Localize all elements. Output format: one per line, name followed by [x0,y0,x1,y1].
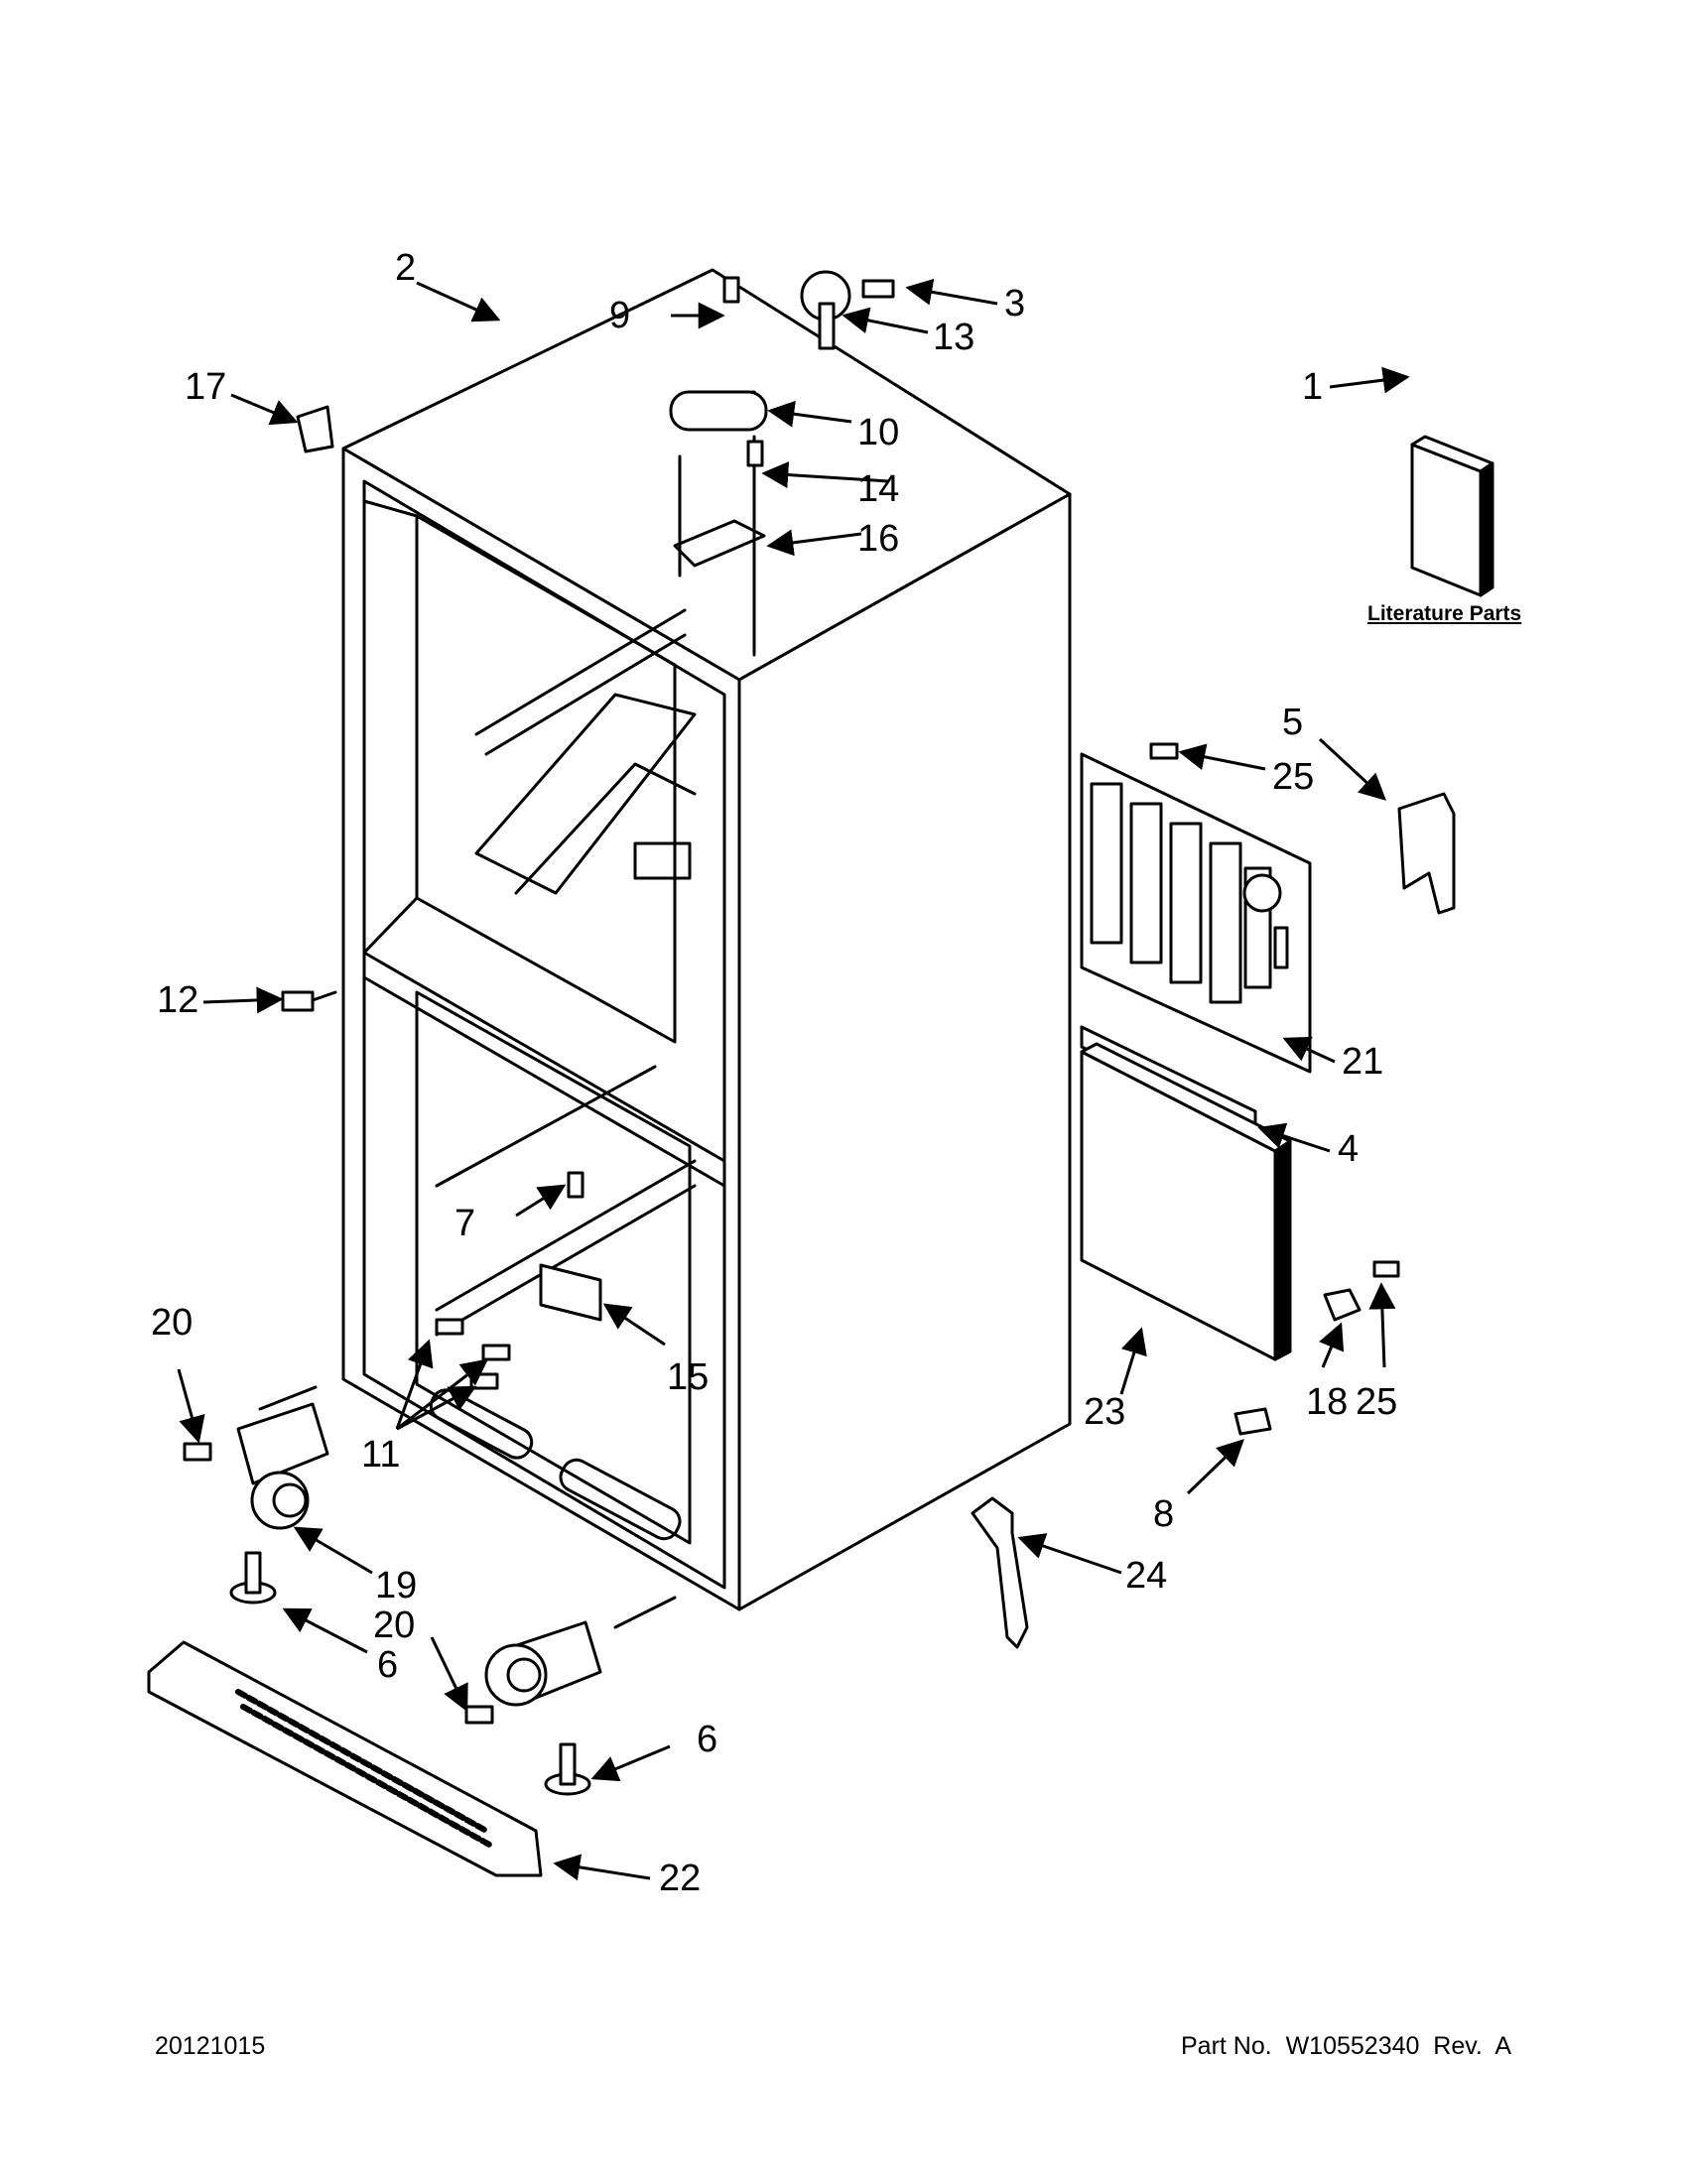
callout-25-lower: 25 [1356,1381,1397,1423]
callout-22: 22 [659,1858,701,1899]
callout-24: 24 [1125,1555,1167,1597]
callout-25-upper: 25 [1272,756,1314,798]
screw-12 [281,990,337,1012]
callout-15: 15 [667,1356,709,1398]
callout-11: 11 [361,1434,400,1476]
roller-assembly-right [484,1596,677,1707]
literature-book-1 [1410,435,1494,597]
callout-13: 13 [933,317,974,358]
callout-numbers: 1 2 3 4 5 6 6 7 8 9 10 11 12 13 14 15 16… [151,247,1397,1899]
wrench-24 [971,1496,1029,1649]
screw-25-upper [1149,742,1179,760]
callout-4: 4 [1338,1128,1359,1170]
callout-21: 21 [1342,1041,1383,1083]
callout-17: 17 [185,366,226,408]
bracket-15 [539,1263,602,1322]
base-grille-22 [147,1640,543,1877]
callout-10: 10 [857,412,899,453]
leveling-leg-left [229,1551,277,1605]
leveling-leg-right [544,1742,591,1796]
callout-12: 12 [157,979,198,1021]
callout-5: 5 [1282,702,1303,743]
callout-18: 18 [1306,1381,1348,1423]
callout-7: 7 [454,1203,475,1244]
screw-11a [435,1318,464,1336]
roller-assembly-left [236,1385,329,1530]
clip-18 [1323,1288,1362,1322]
callout-1: 1 [1302,366,1323,408]
callout-6-right: 6 [697,1719,717,1760]
callout-20-right: 20 [373,1605,415,1646]
screw-7 [567,1171,584,1199]
callout-16: 16 [857,518,899,560]
toe-panel-23 [1080,1042,1292,1361]
screw-11c [469,1372,499,1390]
leader-lines [177,278,1410,1881]
cabinet-shell [341,268,1072,1611]
callout-19: 19 [375,1565,417,1606]
callout-2: 2 [395,247,416,289]
callout-6-left: 6 [377,1644,398,1686]
bracket-5 [1397,792,1456,915]
clip-8 [1233,1407,1272,1436]
top-hinge-assembly [669,270,895,657]
rear-grille-panel-21 [1080,752,1312,1074]
callout-8: 8 [1153,1493,1174,1535]
callout-3: 3 [1004,283,1025,324]
part-number: Part No. W10552340 Rev. A [1181,2032,1512,2060]
callout-23: 23 [1084,1391,1125,1433]
screw-20-left [183,1442,212,1462]
callout-20-left: 20 [151,1302,193,1344]
screw-11b [481,1344,511,1361]
literature-parts-caption: Literature Parts [1367,602,1522,625]
clip-17 [296,405,334,453]
date-code: 20121015 [155,2032,266,2060]
callout-14: 14 [857,468,899,510]
screw-25-lower [1372,1260,1400,1278]
callout-9: 9 [609,295,630,336]
screw-20-right [464,1705,494,1725]
